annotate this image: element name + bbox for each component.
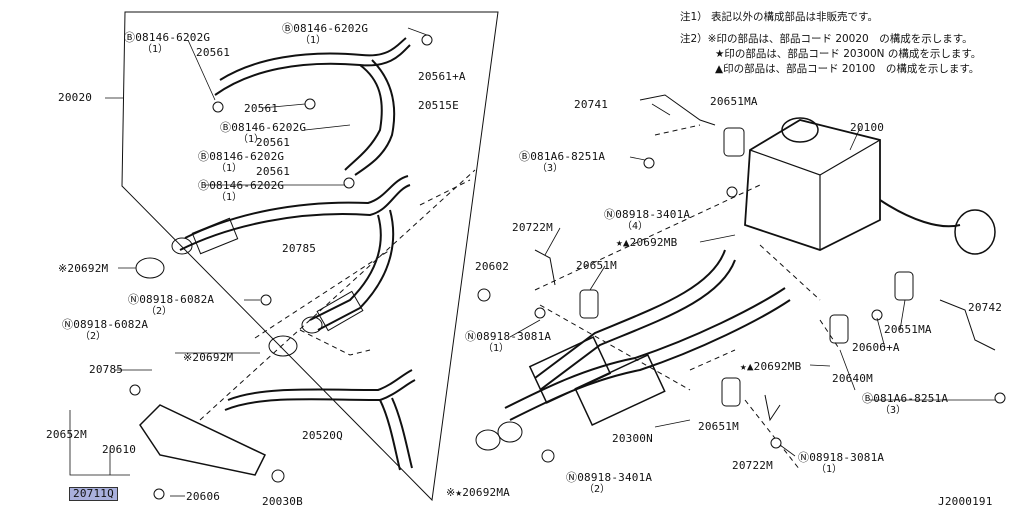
note-4: ▲印の部品は、部品コード 20100 の構成を示します。 <box>715 63 980 75</box>
part-20741[interactable]: 20741 <box>574 98 609 111</box>
bolt-08146-6202g-5[interactable]: Ⓑ08146-6202G <box>198 179 285 192</box>
nut-08918-3081a-b[interactable]: Ⓝ08918-3081A <box>798 451 885 464</box>
note-1: 注1） 表記以外の構成部品は非販売です。 <box>680 11 878 23</box>
part-20722m-a[interactable]: 20722M <box>512 221 553 234</box>
part-20561-d[interactable]: 20561 <box>256 165 291 178</box>
part-20640m[interactable]: 20640M <box>832 372 873 385</box>
bolt-081a6-8251a-b[interactable]: Ⓑ081A6-8251A <box>862 392 949 405</box>
part-20711q[interactable]: 20711Q <box>69 487 118 501</box>
gasket-20692ma[interactable]: ※★20692MA <box>446 486 510 499</box>
qty-1: （1） <box>142 44 169 55</box>
diagram-id: J2000191 <box>938 495 993 508</box>
bracket-20711q <box>139 404 267 476</box>
qty-11: （3） <box>880 405 907 416</box>
qty-5: （1） <box>216 192 243 203</box>
part-20602[interactable]: 20602 <box>475 260 510 273</box>
nut-08918-3401a-a[interactable]: Ⓝ08918-3401A <box>604 208 691 221</box>
part-20300n[interactable]: 20300N <box>612 432 653 445</box>
qty-12: （1） <box>816 464 843 475</box>
qty-2: （1） <box>300 35 327 46</box>
qty-9: （4） <box>622 221 649 232</box>
bolt-08146-6202g-1[interactable]: Ⓑ08146-6202G <box>124 31 211 44</box>
sub-pipe-20520q <box>224 369 416 471</box>
part-20606-plus-a[interactable]: 20606+A <box>852 341 900 354</box>
gasket-20692m-a[interactable]: ※20692M <box>58 262 109 275</box>
gasket-20692mb-a[interactable]: ★▲20692MB <box>616 236 678 249</box>
front-pipe-20020 <box>171 175 411 334</box>
front-y-pipe-20515e <box>214 37 411 176</box>
bolt-08146-6202g-2[interactable]: Ⓑ08146-6202G <box>282 22 369 35</box>
qty-3: （1） <box>238 134 265 145</box>
part-20561-a[interactable]: 20561 <box>196 46 231 59</box>
bolt-08146-6202g-3[interactable]: Ⓑ08146-6202G <box>220 121 307 134</box>
part-20742[interactable]: 20742 <box>968 301 1003 314</box>
part-20722m-b[interactable]: 20722M <box>732 459 773 472</box>
nut-08918-3401a-b[interactable]: Ⓝ08918-3401A <box>566 471 653 484</box>
nut-08918-3081a-a[interactable]: Ⓝ08918-3081A <box>465 330 552 343</box>
part-20610[interactable]: 20610 <box>102 443 137 456</box>
qty-13: （2） <box>584 484 611 495</box>
bolt-081a6-8251a-a[interactable]: Ⓑ081A6-8251A <box>519 150 606 163</box>
nut-08918-6082a-b[interactable]: Ⓝ08918-6082A <box>62 318 149 331</box>
part-20651ma-b[interactable]: 20651MA <box>884 323 932 336</box>
gasket-20692mb-b[interactable]: ★▲20692MB <box>740 360 802 373</box>
part-20020[interactable]: 20020 <box>58 91 93 104</box>
part-20515e[interactable]: 20515E <box>418 99 459 112</box>
part-20100[interactable]: 20100 <box>850 121 885 134</box>
group-outline <box>121 11 499 502</box>
part-20561-c[interactable]: 20561 <box>256 136 291 149</box>
part-20785-b[interactable]: 20785 <box>89 363 124 376</box>
part-20561-plus-a[interactable]: 20561+A <box>418 70 466 83</box>
part-20606[interactable]: 20606 <box>186 490 221 503</box>
part-20030b[interactable]: 20030B <box>262 495 303 508</box>
part-20651m-a[interactable]: 20651M <box>576 259 617 272</box>
part-20651m-b[interactable]: 20651M <box>698 420 739 433</box>
note-2: 注2）※印の部品は、部品コード 20020 の構成を示します。 <box>680 33 973 45</box>
center-pipe-20300n <box>504 249 791 427</box>
qty-7: （2） <box>80 331 107 342</box>
part-20520q[interactable]: 20520Q <box>302 429 343 442</box>
bolt-08146-6202g-4[interactable]: Ⓑ08146-6202G <box>198 150 285 163</box>
muffler-20100 <box>744 117 996 255</box>
part-20561-b[interactable]: 20561 <box>244 102 279 115</box>
qty-8: （3） <box>537 163 564 174</box>
part-20651ma-a[interactable]: 20651MA <box>710 95 758 108</box>
qty-6: （2） <box>146 306 173 317</box>
qty-4: （1） <box>216 163 243 174</box>
qty-10: （1） <box>483 343 510 354</box>
nut-08918-6082a-a[interactable]: Ⓝ08918-6082A <box>128 293 215 306</box>
part-20785-a[interactable]: 20785 <box>282 242 317 255</box>
part-20652m[interactable]: 20652M <box>46 428 87 441</box>
gasket-20692m-b[interactable]: ※20692M <box>183 351 234 364</box>
note-3: ★印の部品は、部品コード 20300N の構成を示します。 <box>715 48 982 60</box>
